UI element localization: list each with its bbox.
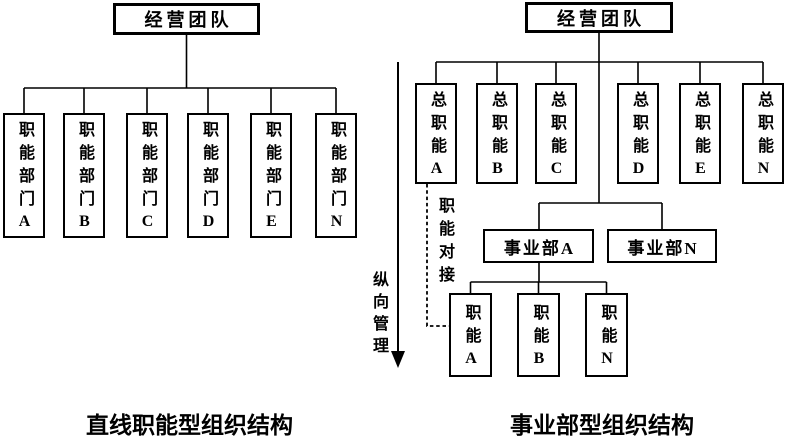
dept-box-b: 职能部门B xyxy=(63,113,105,238)
function-docking-dashed-line xyxy=(426,184,449,327)
general-function-box-b: 总职能B xyxy=(476,83,518,184)
division-function-box-a-label: 职能A xyxy=(462,303,480,374)
left-root-label: 经营团队 xyxy=(144,10,233,30)
division-function-box-a: 职能A xyxy=(449,293,492,377)
general-function-box-c-label: 总职能C xyxy=(548,90,565,184)
division-function-box-n-label: 职能N xyxy=(598,303,616,374)
right-root-label: 经营团队 xyxy=(557,8,645,29)
general-function-box-a: 总职能A xyxy=(415,83,457,184)
division-function-box-b: 职能B xyxy=(517,293,560,377)
vertical-management-label: 纵向管理 xyxy=(370,271,387,359)
dept-box-a-label: 职能部门A xyxy=(16,121,33,237)
general-function-box-e: 总职能E xyxy=(679,83,721,184)
function-docking-label: 职能对接 xyxy=(436,197,453,289)
general-function-box-d: 总职能D xyxy=(617,83,659,184)
left-root-box: 经营团队 xyxy=(113,3,260,35)
general-function-box-a-label: 总职能A xyxy=(428,90,445,184)
general-function-box-d-label: 总职能D xyxy=(630,90,647,184)
general-function-box-n-label: 总职能N xyxy=(755,90,772,184)
vertical-management-arrow-icon xyxy=(391,62,405,368)
dept-box-d-label: 职能部门D xyxy=(200,121,217,237)
division-box-n-label: 事业部N xyxy=(627,238,699,258)
right-diagram-connectors xyxy=(435,33,764,293)
division-function-box-b-label: 职能B xyxy=(530,303,548,374)
general-function-box-b-label: 总职能B xyxy=(489,90,506,184)
general-function-box-e-label: 总职能E xyxy=(692,90,709,184)
division-box-n: 事业部N xyxy=(607,229,717,263)
dept-box-e: 职能部门E xyxy=(250,113,292,238)
general-function-box-n: 总职能N xyxy=(742,83,784,184)
dept-box-b-label: 职能部门B xyxy=(76,121,93,237)
division-box-a-label: 事业部A xyxy=(503,238,576,258)
division-function-box-n: 职能N xyxy=(585,293,628,377)
division-box-a: 事业部A xyxy=(483,229,594,263)
right-diagram-caption: 事业部型组织结构 xyxy=(510,413,694,438)
dept-box-a: 职能部门A xyxy=(3,113,45,238)
dept-box-c: 职能部门C xyxy=(126,113,168,238)
right-root-box: 经营团队 xyxy=(525,2,673,33)
dept-box-d: 职能部门D xyxy=(187,113,229,238)
dept-box-n-label: 职能部门N xyxy=(328,121,345,237)
left-diagram-caption: 直线职能型组织结构 xyxy=(86,413,293,438)
dept-box-c-label: 职能部门C xyxy=(139,121,156,237)
dept-box-n: 职能部门N xyxy=(315,113,357,238)
general-function-box-c: 总职能C xyxy=(535,83,577,184)
dept-box-e-label: 职能部门E xyxy=(263,121,280,237)
left-diagram-connectors xyxy=(23,35,337,113)
